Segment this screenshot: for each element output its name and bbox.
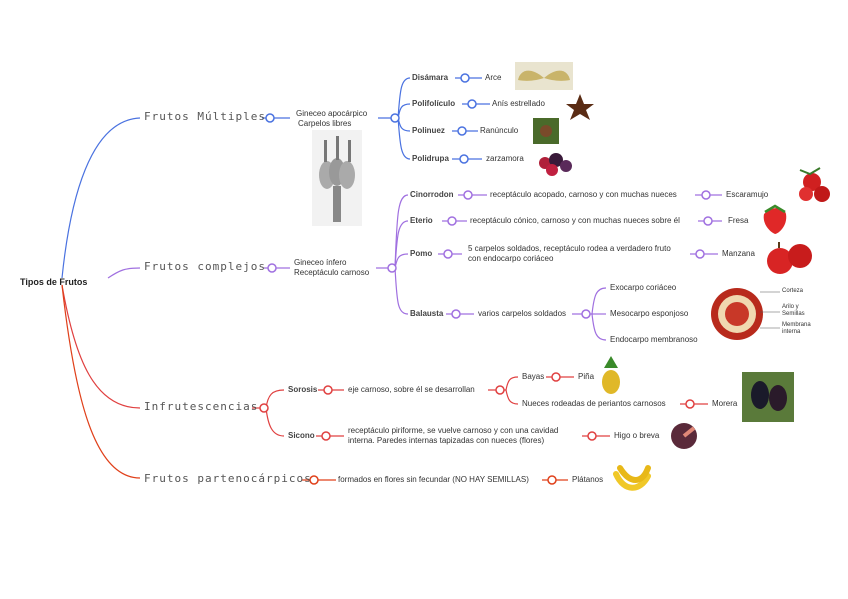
gynoecium-illustration (312, 130, 362, 226)
cinorrodon-desc: receptáculo acopado, carnoso y con mucha… (490, 190, 677, 199)
example-fresa: Fresa (728, 216, 749, 225)
node-balausta[interactable]: Balausta (410, 309, 444, 318)
node-sicono[interactable]: Sicono (288, 431, 315, 440)
example-anis: Anís estrellado (492, 99, 545, 108)
root-node[interactable]: Tipos de Frutos (20, 277, 88, 287)
branch-partenocarpicos[interactable]: Frutos partenocárpicos (144, 472, 312, 485)
pomegranate-label-arilo: Arilo y Semillas (782, 304, 805, 317)
sorosis-desc: eje carnoso, sobre él se desarrollan (348, 385, 475, 394)
partenocarpicos-desc: formados en flores sin fecundar (NO HAY … (338, 475, 529, 484)
node-polifoliculo[interactable]: Polifolículo (412, 99, 456, 108)
fig-icon (671, 423, 697, 449)
sicono-desc-1: receptáculo piriforme, se vuelve carnoso… (348, 426, 559, 435)
branch-complejos[interactable]: Frutos complejos (144, 260, 266, 273)
node-polidrupa[interactable]: Polidrupa (412, 154, 449, 163)
pomegranate-illustration (711, 288, 780, 340)
example-pina: Piña (578, 372, 595, 381)
pineapple-icon (602, 356, 620, 394)
node-sorosis[interactable]: Sorosis (288, 385, 318, 394)
pomo-desc-2: con endocarpo coriáceo (468, 254, 554, 263)
mulberry-icon (742, 372, 794, 422)
complejos-gineceo-2: Receptáculo carnoso (294, 268, 370, 277)
balausta-endocarpo: Endocarpo membranoso (610, 335, 698, 344)
example-manzana: Manzana (722, 249, 755, 258)
banana-icon (613, 465, 651, 491)
node-eterio[interactable]: Eterio (410, 216, 433, 225)
example-arce: Arce (485, 73, 502, 82)
star-anise-icon (566, 94, 594, 120)
pomegranate-label-corteza: Corteza (782, 288, 804, 294)
node-pomo[interactable]: Pomo (410, 249, 433, 258)
node-cinorrodon[interactable]: Cinorrodon (410, 190, 454, 199)
multiples-gineceo-1: Gineceo apocárpico (296, 109, 368, 118)
branch-multiples[interactable]: Frutos Múltiples (144, 110, 266, 123)
rosehip-icon (799, 167, 830, 202)
sicono-desc-2: interna. Paredes internas tapizadas con … (348, 436, 545, 445)
example-higo: Higo o breva (614, 431, 660, 440)
node-disamara[interactable]: Disámara (412, 73, 449, 82)
apple-icon (767, 242, 812, 274)
balausta-exocarpo: Exocarpo coriáceo (610, 283, 677, 292)
example-morera: Morera (712, 399, 738, 408)
balausta-desc: varios carpelos soldados (478, 309, 567, 318)
ranunculus-icon (533, 118, 559, 144)
maple-samara-icon (515, 62, 573, 90)
multiples-gineceo-2: Carpelos libres (298, 119, 352, 128)
branch-infrutescencias[interactable]: Infrutescencias (144, 400, 259, 413)
example-escaramujo: Escaramujo (726, 190, 769, 199)
pomo-desc-1: 5 carpelos soldados, receptáculo rodea a… (468, 244, 671, 253)
eterio-desc: receptáculo cónico, carnoso y con muchas… (470, 216, 680, 225)
complejos-gineceo-1: Gineceo ínfero (294, 258, 347, 267)
node-nueces[interactable]: Nueces rodeadas de periantos carnosos (522, 399, 666, 408)
example-ranunculo: Ranúnculo (480, 126, 519, 135)
node-polinuez[interactable]: Polinuez (412, 126, 445, 135)
strawberry-icon (763, 204, 787, 234)
pomegranate-label-membrana: Membrana interna (782, 322, 811, 335)
blackberries-icon (539, 153, 572, 176)
example-platanos: Plátanos (572, 475, 604, 484)
balausta-mesocarpo: Mesocarpo esponjoso (610, 309, 689, 318)
node-bayas[interactable]: Bayas (522, 372, 545, 381)
example-zarzamora: zarzamora (486, 154, 524, 163)
